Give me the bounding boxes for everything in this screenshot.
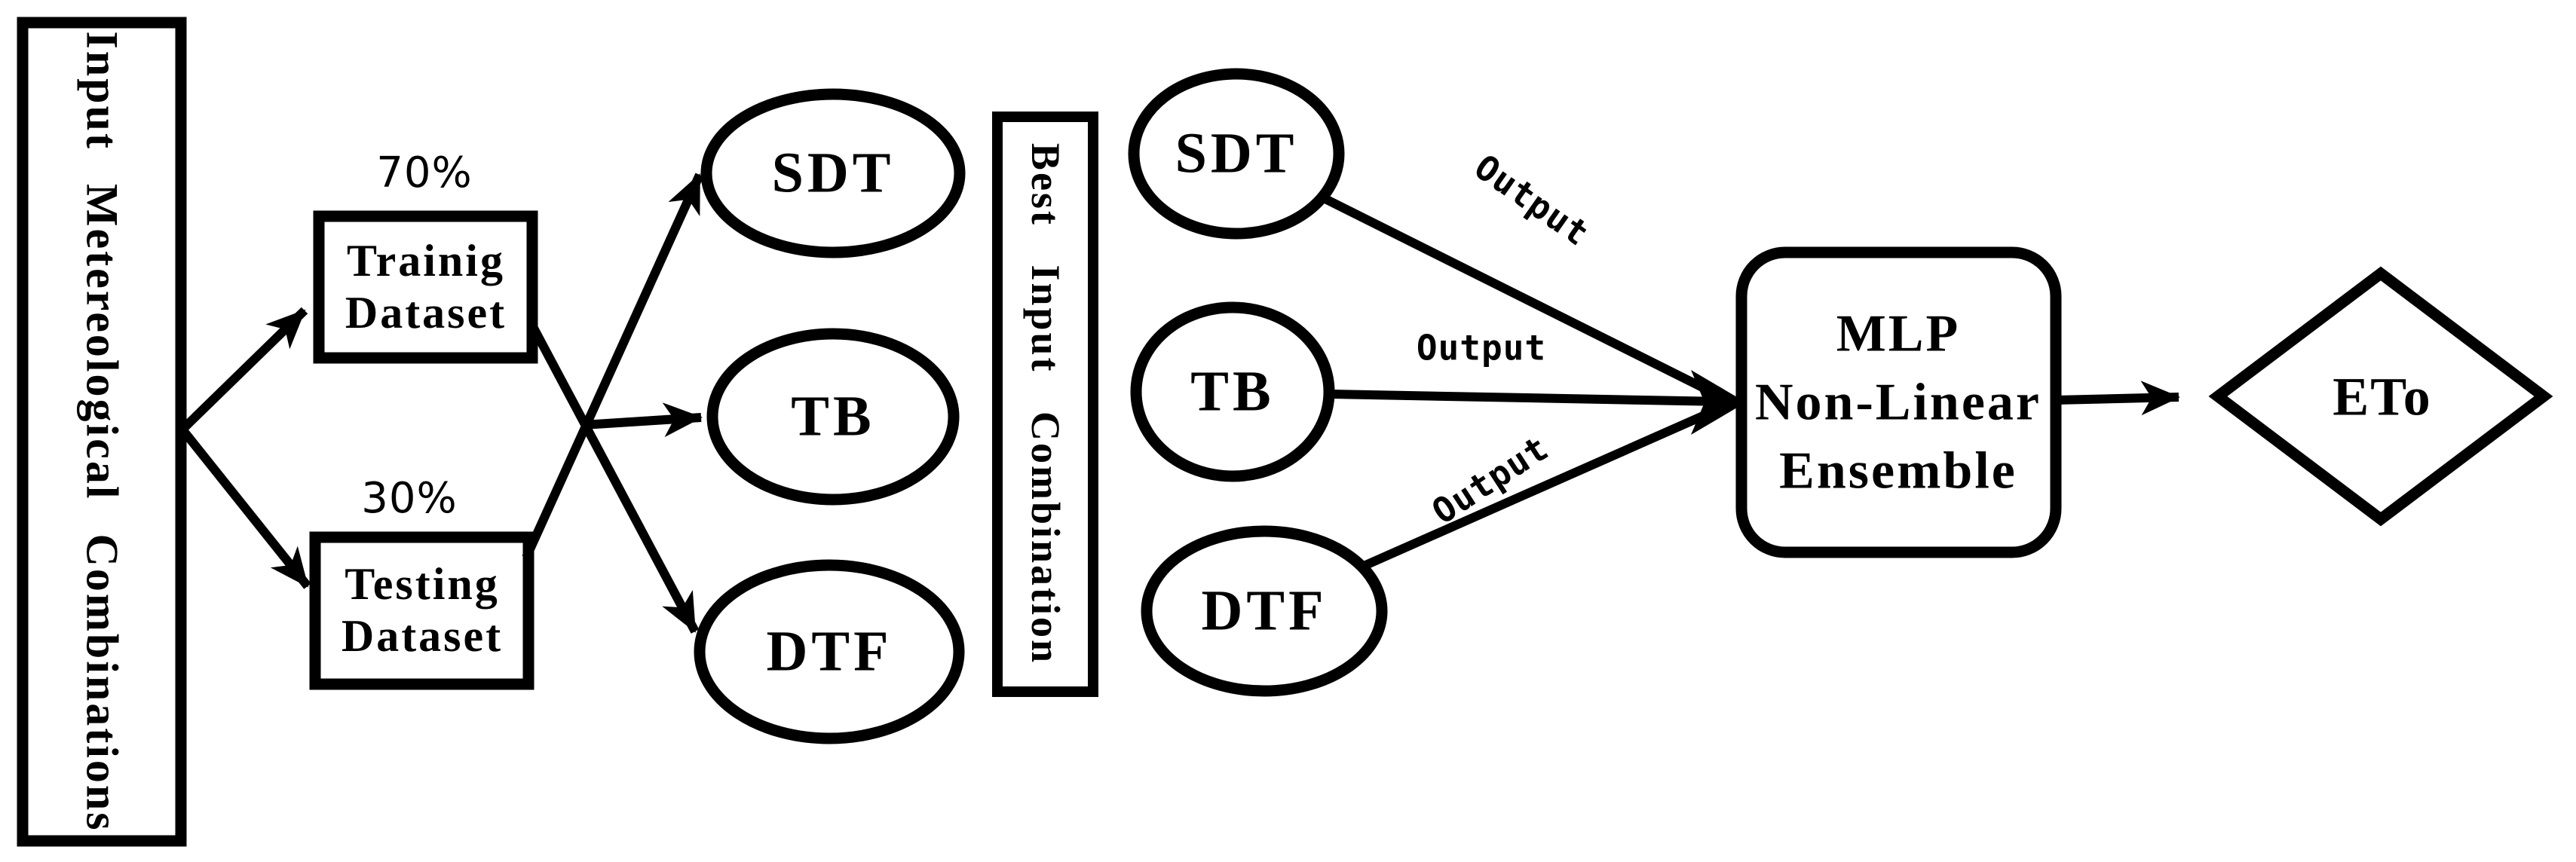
sdt-ellipse-second [1128, 68, 1345, 240]
best-input-combination-box [992, 112, 1098, 697]
tb-ellipse-first [706, 328, 960, 506]
tb-ellipse-second [1130, 301, 1335, 482]
dtf-second-label: DTF [1201, 579, 1328, 643]
training-percent-label: 70% [376, 148, 473, 197]
output-edge-label-middle: Output [1416, 327, 1547, 368]
mlp-ensemble-line2: Non-Linear [1755, 373, 2042, 432]
sdt-first-label: SDT [771, 141, 895, 205]
training-dataset-box [313, 210, 538, 364]
sdt-ellipse-first [700, 88, 966, 258]
edge-tb-to-ensemble [1328, 390, 1724, 406]
dtf-ellipse-second [1141, 525, 1388, 697]
sdt-second-label: SDT [1175, 121, 1298, 185]
testing-dataset-label: Testing Dataset [342, 558, 503, 662]
mlp-ensemble-label: MLP Non-Linear Ensemble [1755, 300, 2042, 506]
input-combinations-box [17, 17, 187, 847]
arrow-input-to-training [179, 307, 308, 433]
arrow-training-to-dtf [526, 320, 700, 634]
input-combinations-label: Input Metereological Combinations [77, 31, 127, 833]
edge-dtf-to-ensemble [1360, 402, 1726, 571]
ensemble-arrowhead [1691, 370, 1746, 435]
arrow-testing-to-sdt [522, 173, 704, 560]
testing-dataset-line1: Testing [345, 559, 500, 609]
testing-dataset-box [309, 531, 534, 690]
eto-diamond [2208, 266, 2553, 527]
tb-second-label: TB [1190, 359, 1275, 423]
dtf-ellipse-first [694, 559, 965, 744]
best-input-combination-label: Best Input Combination [1023, 142, 1069, 665]
mlp-ensemble-line3: Ensemble [1779, 442, 2017, 500]
training-dataset-line1: Trainig [347, 236, 505, 286]
tb-first-label: TB [791, 384, 875, 448]
training-dataset-line2: Dataset [345, 288, 507, 338]
dtf-first-label: DTF [766, 619, 893, 683]
edge-sdt-to-ensemble [1320, 193, 1726, 402]
arrow-ensemble-to-eto [2055, 381, 2180, 416]
testing-percent-label: 30% [361, 473, 458, 523]
arrow-input-to-testing [179, 426, 311, 589]
mlp-ensemble-line1: MLP [1836, 304, 1961, 363]
testing-dataset-line2: Dataset [341, 611, 504, 661]
training-dataset-label: Trainig Dataset [345, 235, 507, 339]
arrow-split-to-tb [583, 402, 703, 438]
eto-label: ETo [2332, 366, 2432, 427]
